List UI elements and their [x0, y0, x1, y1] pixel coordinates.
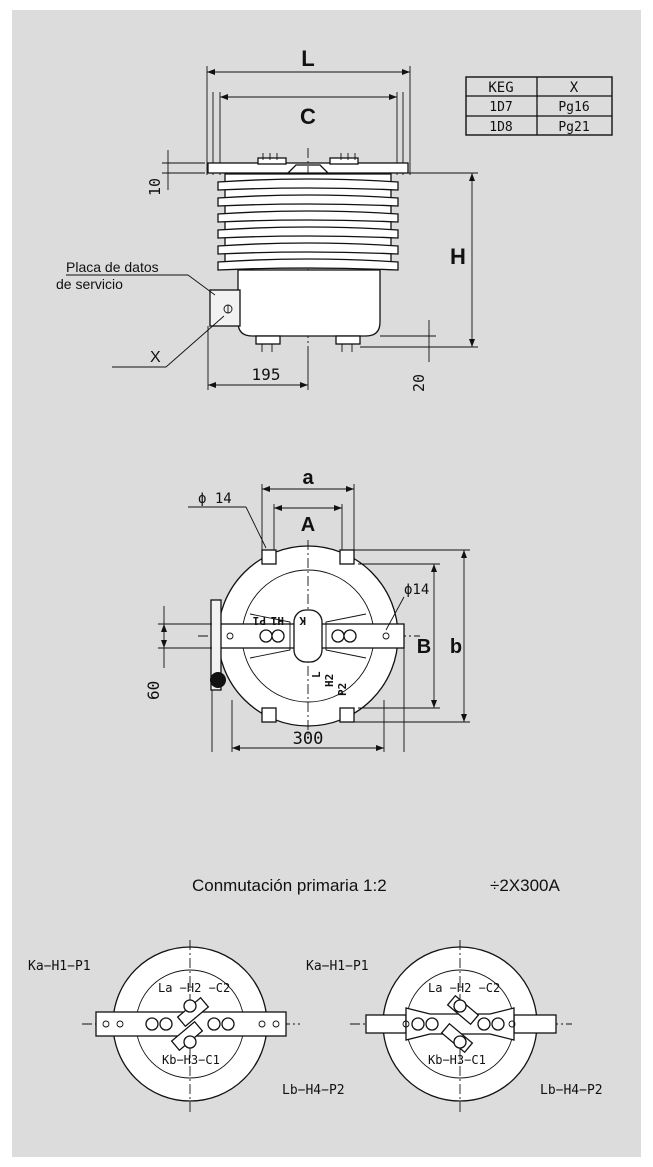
dim-B-label: B	[417, 636, 431, 658]
dim-195-label: 195	[252, 365, 281, 384]
table-cell-r1c1: 1D7	[489, 100, 512, 115]
dim-a-label: a	[302, 467, 314, 489]
dim-20-label: 20	[410, 374, 428, 392]
dia-left-label: ϕ 14	[198, 491, 232, 507]
nameplate-label-line1: Placa de datos	[66, 259, 159, 275]
right-la-label: La −H2 −C2	[428, 981, 500, 995]
dim-C-label: C	[300, 104, 316, 129]
left-ka-label: Ka−H1−P1	[28, 959, 91, 974]
switching-title: Conmutación primaria 1:2	[192, 876, 387, 895]
dim-A-label: A	[301, 514, 315, 536]
terminal-bot-1: L	[310, 671, 323, 678]
side-view: L C 10	[56, 46, 478, 392]
top-view: a A ϕ 14	[144, 467, 470, 752]
nameplate-label-line2: de servicio	[56, 276, 123, 292]
switching-section: Conmutación primaria 1:2 ÷2X300A Ka−H1−P…	[28, 876, 603, 1112]
terminal-top-1: P1	[252, 614, 266, 627]
dim-H-label: H	[450, 244, 466, 269]
table-cell-r2c2: Pg21	[558, 120, 589, 135]
table-header-keg: KEG	[488, 80, 513, 96]
terminal-bot-3: P2	[336, 683, 349, 696]
terminal-top-2: H1	[270, 614, 284, 627]
table-header-x: X	[570, 80, 579, 96]
dim-300-label: 300	[293, 729, 324, 749]
dim-10-label: 10	[146, 178, 164, 196]
dia-right-label: ϕ14	[404, 582, 429, 598]
switching-left-diagram: Ka−H1−P1 La −H2 −C2 Kb−H3−C1 Lb−H4−P2	[28, 940, 345, 1112]
table-cell-r1c2: Pg16	[558, 100, 589, 115]
switching-right-diagram: Ka−H1−P1 La −H2 −C2 Kb−H3−C1 Lb−H4−P2	[306, 940, 603, 1112]
left-kb-label: Kb−H3−C1	[162, 1053, 220, 1067]
right-lb-label: Lb−H4−P2	[540, 1083, 603, 1098]
right-ka-label: Ka−H1−P1	[306, 959, 369, 974]
terminal-top-3: K	[299, 614, 306, 627]
dim-60-label: 60	[144, 681, 163, 700]
dim-L-label: L	[301, 46, 314, 71]
table-cell-r2c1: 1D8	[489, 120, 512, 135]
dim-b-label: b	[450, 636, 462, 658]
right-kb-label: Kb−H3−C1	[428, 1053, 486, 1067]
terminal-bot-2: H2	[323, 674, 336, 687]
switching-rating: ÷2X300A	[490, 876, 560, 895]
left-lb-label: Lb−H4−P2	[282, 1083, 345, 1098]
keg-table: KEG X 1D7 Pg16 1D8 Pg21	[465, 76, 613, 136]
x-label: X	[150, 349, 161, 366]
left-la-label: La −H2 −C2	[158, 981, 230, 995]
